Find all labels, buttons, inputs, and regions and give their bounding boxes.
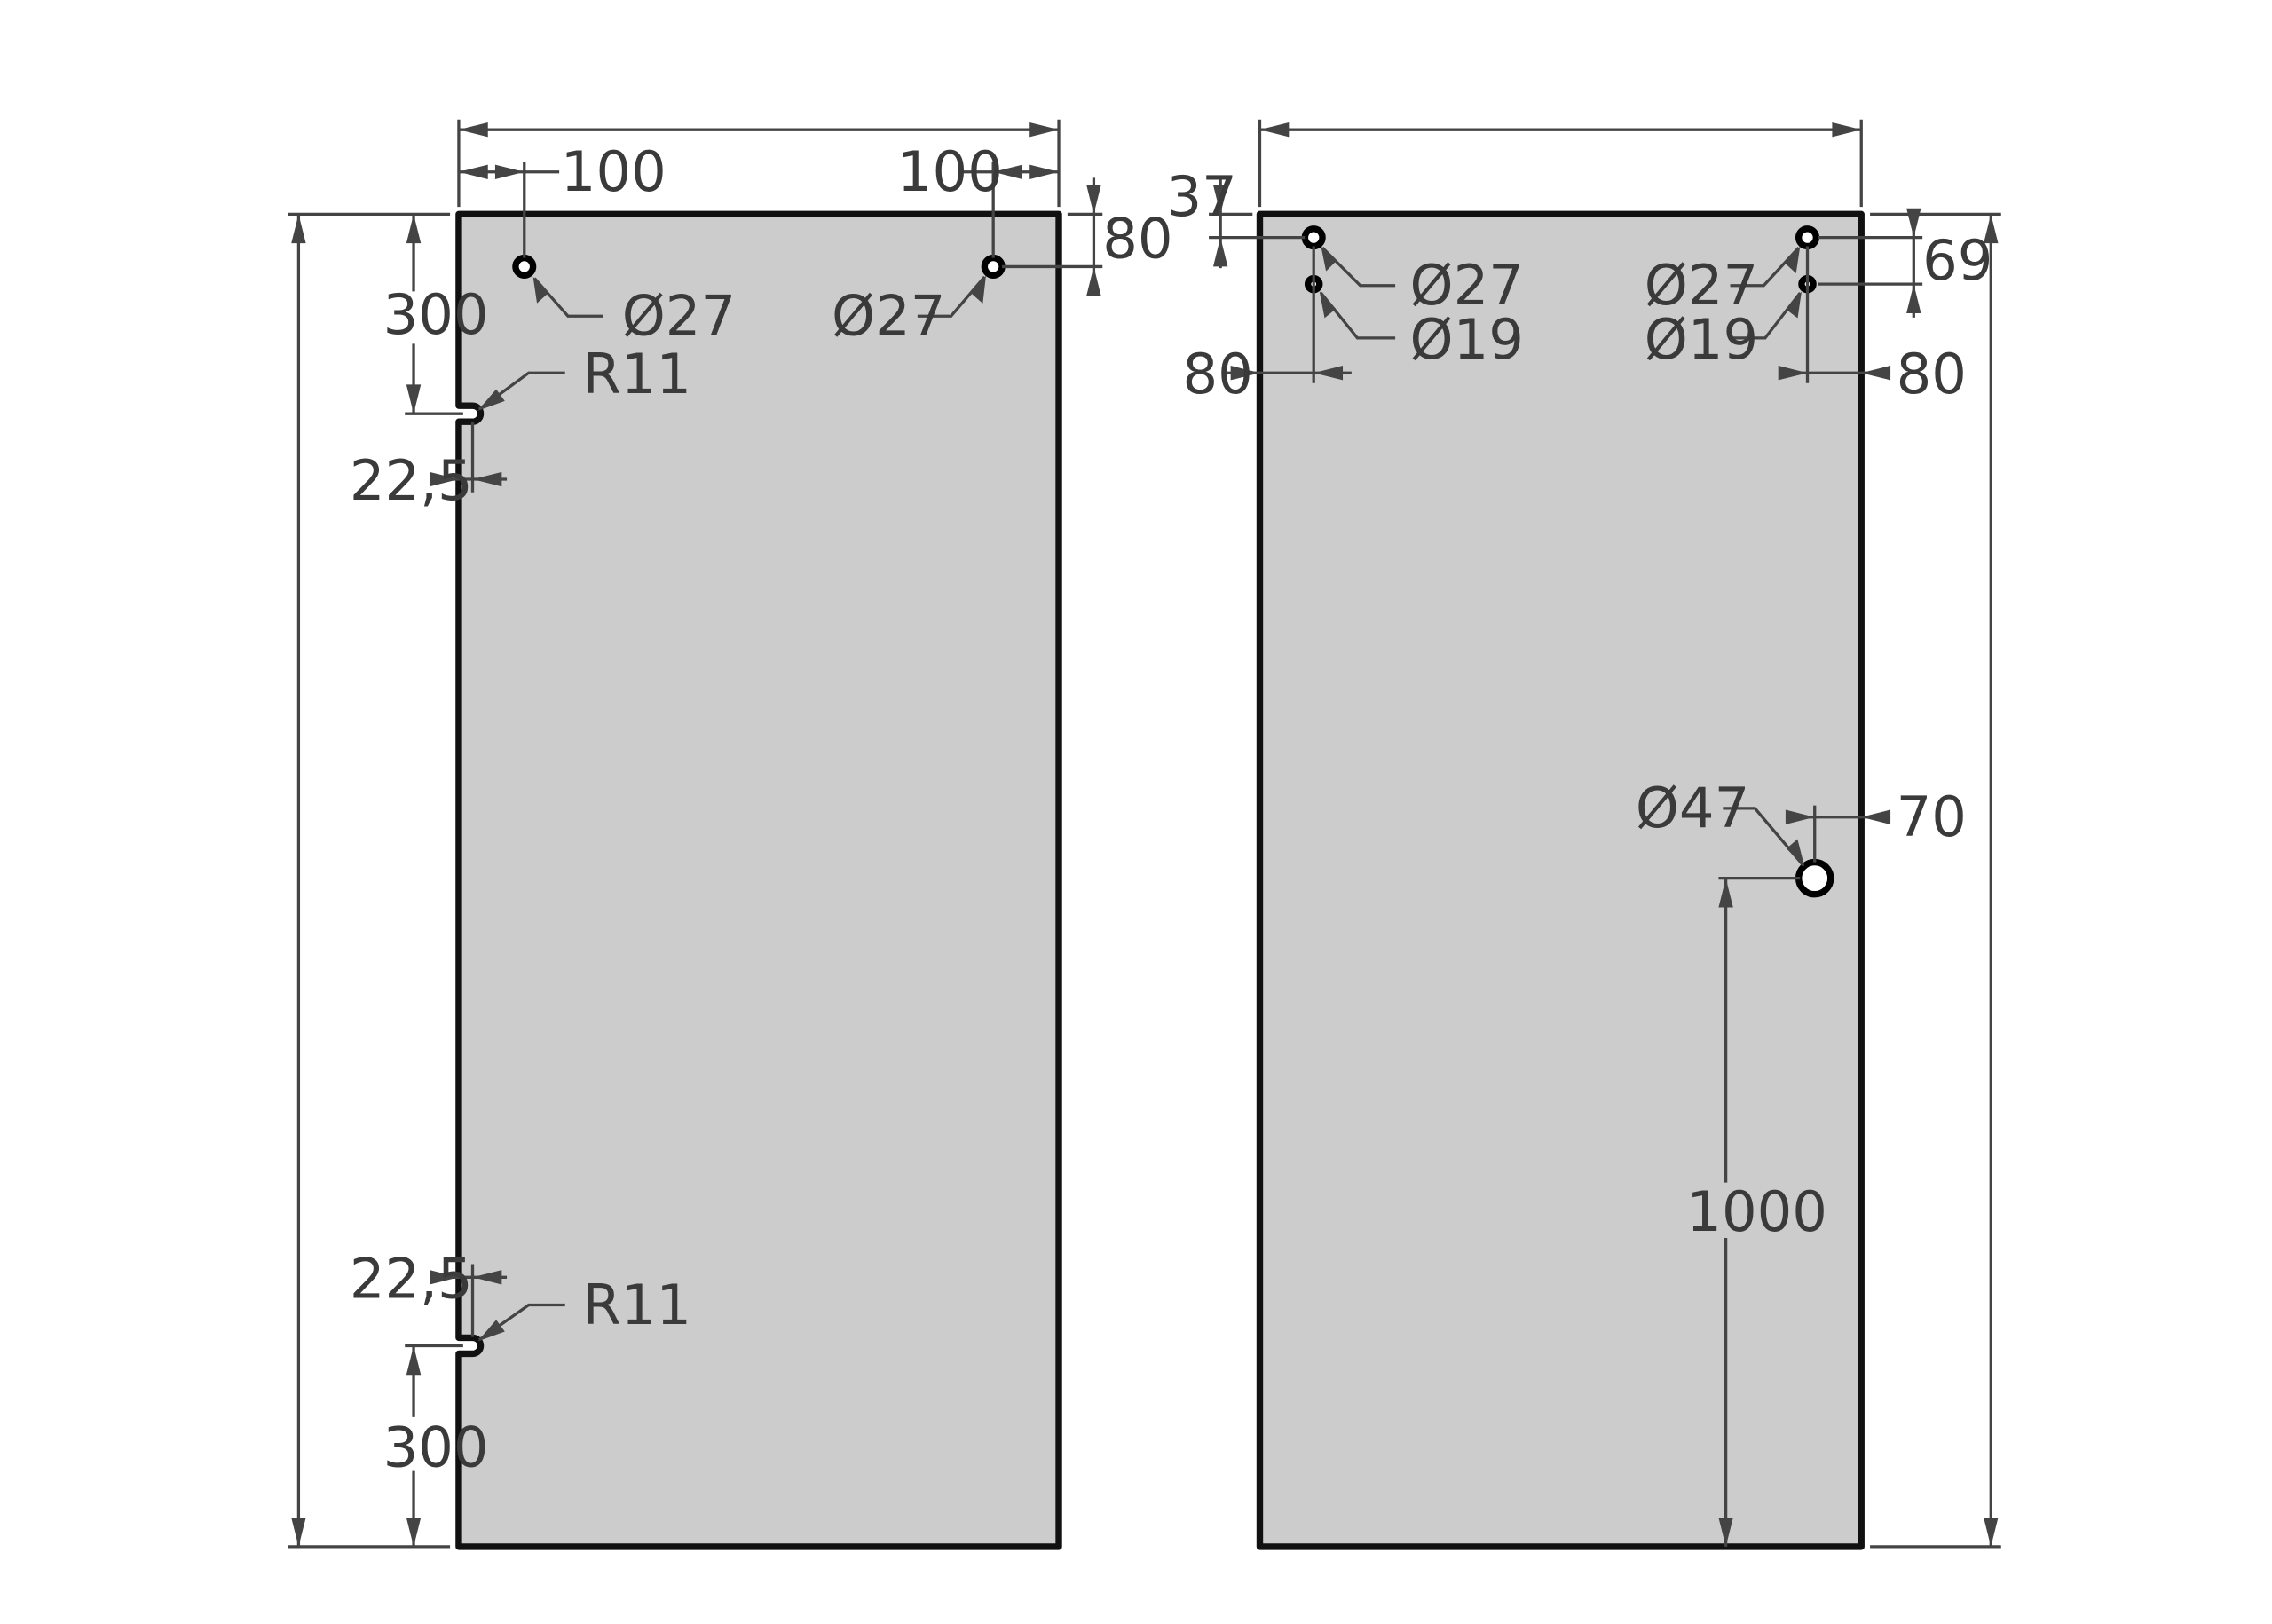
right-hole-spacing-label: 69: [1922, 228, 1992, 293]
right-hole-b-right-leader: Ø19: [1645, 291, 1802, 372]
left-hole-top-offset-dimension: 80: [1002, 177, 1173, 296]
left-plate-view: 100 100 80 Ø27 Ø27: [288, 119, 1173, 1550]
left-hole-offset-right-dimension: 100: [897, 139, 1060, 258]
right-plate-outline: [1256, 210, 1865, 1550]
right-overall-height-dimension: [1870, 212, 2001, 1549]
left-hole-1-leader: Ø27: [532, 276, 736, 349]
right-hole-a-right-label: Ø27: [1645, 253, 1758, 318]
right-left-edge-offset-label: 80: [1183, 342, 1253, 406]
right-right-edge-offset-label: 80: [1897, 342, 1967, 406]
right-top-hole-offset-dimension: 37: [1166, 164, 1306, 269]
left-notch-bottom-position-label: 300: [383, 1415, 489, 1480]
left-notch-bottom-radius-label: R11: [582, 1273, 691, 1337]
right-hole-b-left-leader: Ø19: [1319, 291, 1524, 372]
left-notch-bottom-depth-dimension: 22,5: [350, 1246, 508, 1337]
right-big-hole-label: Ø47: [1636, 776, 1749, 840]
left-notch-top-position-label: 300: [383, 282, 489, 347]
left-overall-height-dimension: [288, 212, 451, 1549]
left-hole-2: [981, 254, 1006, 279]
right-big-hole-leader: Ø47: [1636, 776, 1805, 867]
right-plate-view: 37 69 Ø27 Ø19 Ø27: [1166, 119, 2001, 1550]
left-hole-1-label: Ø27: [622, 284, 736, 349]
left-hole-offset-left-dimension: 100: [458, 139, 667, 258]
left-notch-bottom-depth-label: 22,5: [350, 1246, 473, 1311]
right-big-hole-height-dimension: 1000: [1686, 877, 1827, 1547]
right-hole-b-left-label: Ø19: [1410, 307, 1524, 372]
right-hole-a-left: [1301, 225, 1326, 250]
left-overall-width-dimension: [457, 119, 1061, 208]
left-notch-top-radius-leader: R11: [477, 342, 691, 411]
right-hole-a-right: [1795, 225, 1820, 250]
left-notch-top-depth-label: 22,5: [350, 448, 473, 513]
left-notch-top-position-dimension: 300: [383, 214, 489, 415]
right-hole-a-left-label: Ø27: [1410, 253, 1524, 318]
right-overall-width-dimension: [1258, 119, 1863, 208]
right-hole-a-right-leader: Ø27: [1645, 246, 1801, 318]
left-hole-2-label: Ø27: [832, 284, 945, 349]
right-left-edge-offset-dimension: 80: [1183, 246, 1352, 406]
right-big-hole: [1795, 858, 1834, 898]
left-plate-outline: [455, 210, 1062, 1550]
left-notch-top-radius-label: R11: [582, 342, 691, 406]
left-notch-top-depth-dimension: 22,5: [350, 422, 508, 513]
right-big-hole-height-label: 1000: [1686, 1179, 1827, 1244]
right-hole-a-left-leader: Ø27: [1321, 246, 1524, 318]
left-hole-1: [512, 254, 537, 279]
left-hole-offset-left-label: 100: [561, 139, 667, 204]
right-big-hole-edge-offset-dimension: 70: [1785, 784, 1967, 863]
left-hole-offset-right-label: 100: [897, 139, 1003, 204]
left-notch-bottom-radius-leader: R11: [477, 1273, 691, 1342]
left-hole-2-leader: Ø27: [832, 275, 986, 349]
left-hole-top-offset-label: 80: [1102, 207, 1172, 272]
right-big-hole-edge-offset-label: 70: [1897, 784, 1967, 849]
right-top-hole-offset-label: 37: [1166, 164, 1236, 229]
right-right-edge-offset-dimension: 80: [1778, 246, 1967, 406]
left-notch-bottom-position-dimension: 300: [383, 1344, 489, 1547]
right-hole-b-right-label: Ø19: [1645, 307, 1758, 372]
